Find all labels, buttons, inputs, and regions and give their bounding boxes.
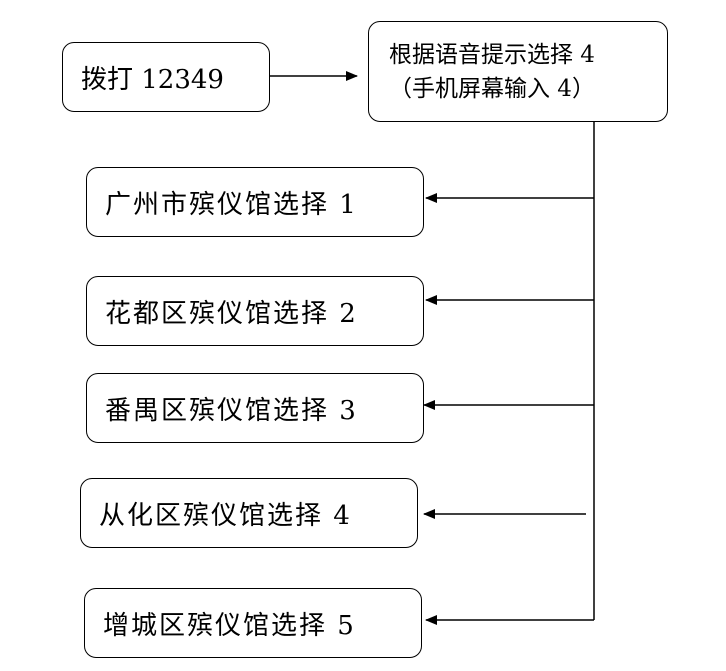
prompt-node: 根据语音提示选择 4 （手机屏幕输入 4） [368, 21, 668, 122]
prompt-line-1: 根据语音提示选择 4 [389, 41, 595, 68]
option-label: 增城区殡仪馆选择 5 [103, 610, 356, 641]
option-label: 从化区殡仪馆选择 4 [99, 500, 352, 531]
option-node-conghua: 从化区殡仪馆选择 4 [80, 478, 418, 548]
option-node-zengcheng: 增城区殡仪馆选择 5 [84, 588, 422, 658]
start-node: 拨打 12349 [62, 42, 270, 112]
option-label: 广州市殡仪馆选择 1 [105, 189, 358, 220]
option-label: 番禺区殡仪馆选择 3 [105, 395, 358, 426]
option-node-huadu: 花都区殡仪馆选择 2 [86, 276, 424, 346]
start-label: 拨打 12349 [81, 64, 224, 95]
option-node-guangzhou: 广州市殡仪馆选择 1 [86, 167, 424, 237]
option-node-panyu: 番禺区殡仪馆选择 3 [86, 373, 424, 443]
option-label: 花都区殡仪馆选择 2 [105, 298, 358, 329]
prompt-line-2: （手机屏幕输入 4） [389, 75, 595, 102]
